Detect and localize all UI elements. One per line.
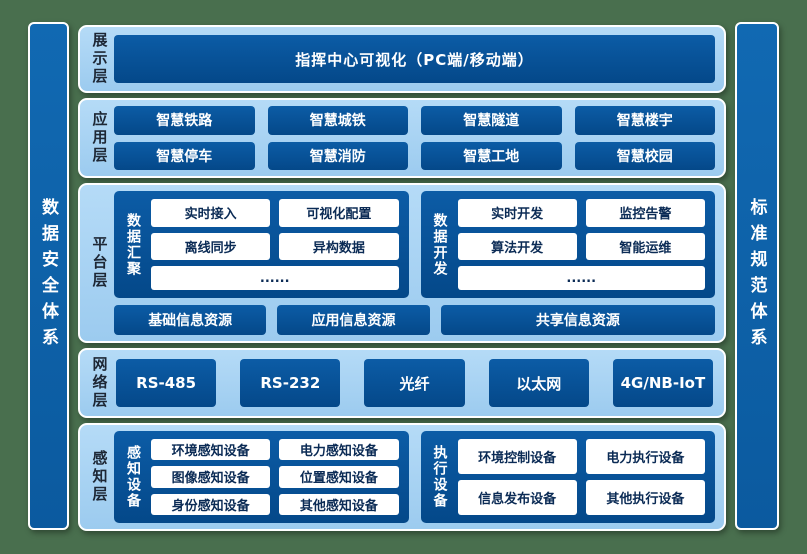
panel-network-layer: 网络层 RS-485 RS-232 光纤 以太网 4G/NB-IoT xyxy=(78,348,726,418)
res-box-shared-info: 共享信息资源 xyxy=(440,305,716,335)
chip-power-sensing: 电力感知设备 xyxy=(279,439,399,461)
chip-other-sensing: 其他感知设备 xyxy=(279,493,399,515)
sidebar-standards-label: 标准规范体系 xyxy=(746,198,767,354)
panel-presentation-layer: 展示层 指挥中心可视化（PC端/移动端） xyxy=(78,25,726,93)
panel-application-layer: 应用层 智慧铁路 智慧城铁 智慧隧道 智慧楼宇 智慧停车 智慧消防 智慧工地 智… xyxy=(78,98,726,178)
chip-heterogeneous-data: 异构数据 xyxy=(279,232,399,261)
chip-env-sensing: 环境感知设备 xyxy=(151,439,271,461)
sidebar-data-security: 数据安全体系 xyxy=(28,22,69,530)
command-center-visualization-box: 指挥中心可视化（PC端/移动端） xyxy=(114,35,715,83)
group-sensing-devices: 感知设备 环境感知设备 电力感知设备 图像感知设备 位置感知设备 身份感知设备 … xyxy=(114,431,409,523)
app-box-smart-campus: 智慧校园 xyxy=(574,141,715,170)
chip-intelligent-ops: 智能运维 xyxy=(585,232,705,261)
res-box-basic-info: 基础信息资源 xyxy=(114,305,267,335)
chip-location-sensing: 位置感知设备 xyxy=(279,466,399,488)
group-execution-devices: 执行设备 环境控制设备 电力执行设备 信息发布设备 其他执行设备 xyxy=(420,431,715,523)
chip-offline-sync: 离线同步 xyxy=(151,232,271,261)
group-data-development-label: 数据开发 xyxy=(431,212,448,277)
net-box-rs232: RS-232 xyxy=(240,359,341,407)
application-layer-label: 应用层 xyxy=(90,111,109,165)
net-box-fiber: 光纤 xyxy=(364,359,465,407)
panel-perception-layer: 感知层 感知设备 环境感知设备 电力感知设备 图像感知设备 位置感知设备 身份感… xyxy=(78,423,726,531)
sidebar-standards: 标准规范体系 xyxy=(735,22,779,530)
group-data-aggregation: 数据汇聚 实时接入 可视化配置 离线同步 异构数据 ...... xyxy=(114,191,409,298)
group-data-aggregation-label: 数据汇聚 xyxy=(125,212,141,277)
net-box-ethernet: 以太网 xyxy=(488,359,589,407)
app-box-smart-railway: 智慧铁路 xyxy=(114,106,255,135)
app-box-smart-building: 智慧楼宇 xyxy=(574,106,715,135)
chip-monitor-alert: 监控告警 xyxy=(585,199,705,227)
app-box-smart-fire: 智慧消防 xyxy=(267,141,408,170)
layer-stack: 展示层 指挥中心可视化（PC端/移动端） 应用层 智慧铁路 智慧城铁 智慧隧道 … xyxy=(78,25,726,531)
chip-realtime-dev: 实时开发 xyxy=(457,199,577,227)
chip-identity-sensing: 身份感知设备 xyxy=(151,493,271,515)
chip-other-execution: 其他执行设备 xyxy=(585,480,705,515)
net-box-rs485: RS-485 xyxy=(116,359,217,407)
chip-algorithm-dev: 算法开发 xyxy=(457,232,577,261)
res-box-app-info: 应用信息资源 xyxy=(277,305,430,335)
app-box-smart-tunnel: 智慧隧道 xyxy=(421,106,562,135)
chip-realtime-access: 实时接入 xyxy=(151,199,271,227)
group-execution-devices-label: 执行设备 xyxy=(431,445,448,509)
presentation-layer-label: 展示层 xyxy=(90,32,109,86)
group-data-development: 数据开发 实时开发 监控告警 算法开发 智能运维 ...... xyxy=(420,191,715,298)
chip-info-publish: 信息发布设备 xyxy=(457,480,577,515)
chip-aggregation-more: ...... xyxy=(151,266,399,290)
app-box-smart-parking: 智慧停车 xyxy=(114,141,255,170)
network-layer-label: 网络层 xyxy=(90,356,109,410)
app-box-smart-site: 智慧工地 xyxy=(421,141,562,170)
chip-env-control: 环境控制设备 xyxy=(457,439,577,474)
net-box-4g-nbiot: 4G/NB-IoT xyxy=(612,359,714,407)
sidebar-data-security-label: 数据安全体系 xyxy=(38,198,58,354)
chip-image-sensing: 图像感知设备 xyxy=(151,466,271,488)
app-box-smart-metro: 智慧城铁 xyxy=(267,106,408,135)
chip-visual-config: 可视化配置 xyxy=(279,199,399,227)
group-sensing-devices-label: 感知设备 xyxy=(125,445,141,509)
platform-layer-label: 平台层 xyxy=(90,236,109,290)
panel-platform-layer: 平台层 数据汇聚 实时接入 可视化配置 离线同步 异构数据 ...... xyxy=(78,183,726,343)
perception-layer-label: 感知层 xyxy=(90,450,109,504)
chip-development-more: ...... xyxy=(457,266,705,290)
chip-power-execution: 电力执行设备 xyxy=(585,439,705,474)
